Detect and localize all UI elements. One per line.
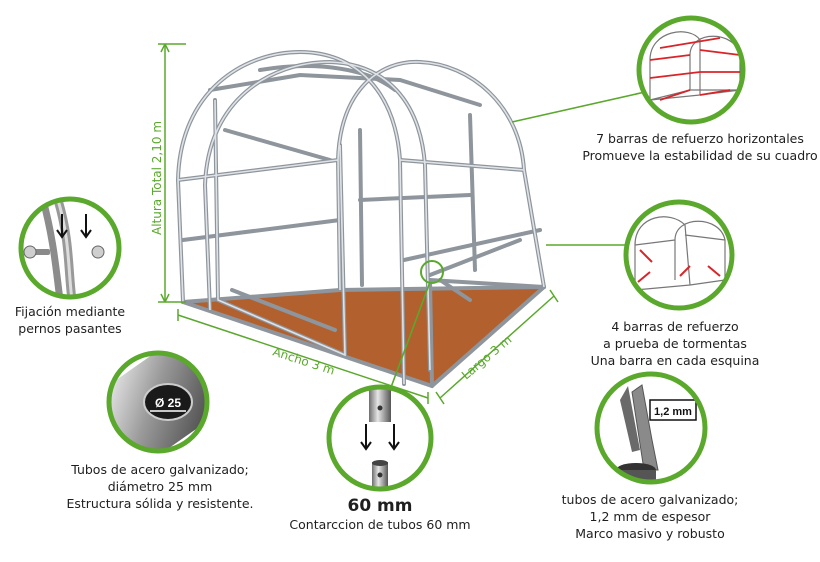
storm-bars-line2: a prueba de tormentas [603,336,747,351]
contraction-line1: Contarccion de tubos 60 mm [289,517,471,532]
joint-callout [326,384,434,492]
thickness-caption: tubos de acero galvanizado; 1,2 mm de es… [545,491,755,542]
tube-diameter-line3: Estructura sólida y resistente. [66,496,254,511]
horizontal-bars-caption: 7 barras de refuerzo horizontales Promue… [575,130,820,164]
length-dimension [435,289,559,405]
tube-diameter-caption: Tubos de acero galvanizado; diámetro 25 … [60,461,260,512]
diameter-badge: Ø 25 [155,396,181,410]
tube-diameter-line1: Tubos de acero galvanizado; [71,462,249,477]
width-dimension [177,309,429,404]
horizontal-bars-callout [636,15,746,125]
height-dimension [158,43,186,303]
thickness-line1: tubos de acero galvanizado; [561,492,739,507]
thickness-line2: 1,2 mm de espesor [589,509,711,524]
callout-lines [389,91,646,391]
storm-bars-line3: Una barra en cada esquina [590,353,760,368]
bolts-line1: Fijación mediante [14,304,126,319]
storm-bars-caption: 4 barras de refuerzo a prueba de torment… [555,318,795,369]
tube-diameter-callout: Ø 25 [106,350,210,454]
horizontal-bars-line1: 7 barras de refuerzo horizontales [596,131,804,146]
bolt-callout [18,196,122,300]
thickness-line3: Marco masivo y robusto [575,526,725,541]
contraction-title: 60 mm [347,496,413,516]
bolts-caption: Fijación mediante pernos pasantes [0,303,140,337]
tube-diameter-line2: diámetro 25 mm [107,479,213,494]
storm-bars-line1: 4 barras de refuerzo [611,319,739,334]
greenhouse-frame [175,49,546,389]
contraction-caption: 60 mm Contarccion de tubos 60 mm [280,496,480,533]
bolts-line2: pernos pasantes [18,321,122,336]
thickness-callout: 1,2 mm [594,371,708,485]
storm-bars-callout [623,199,735,311]
height-label: Altura Total 2,10 m [150,121,164,235]
thickness-badge: 1,2 mm [654,406,692,418]
horizontal-bars-line2: Promueve la estabilidad de su cuadro [582,148,818,163]
